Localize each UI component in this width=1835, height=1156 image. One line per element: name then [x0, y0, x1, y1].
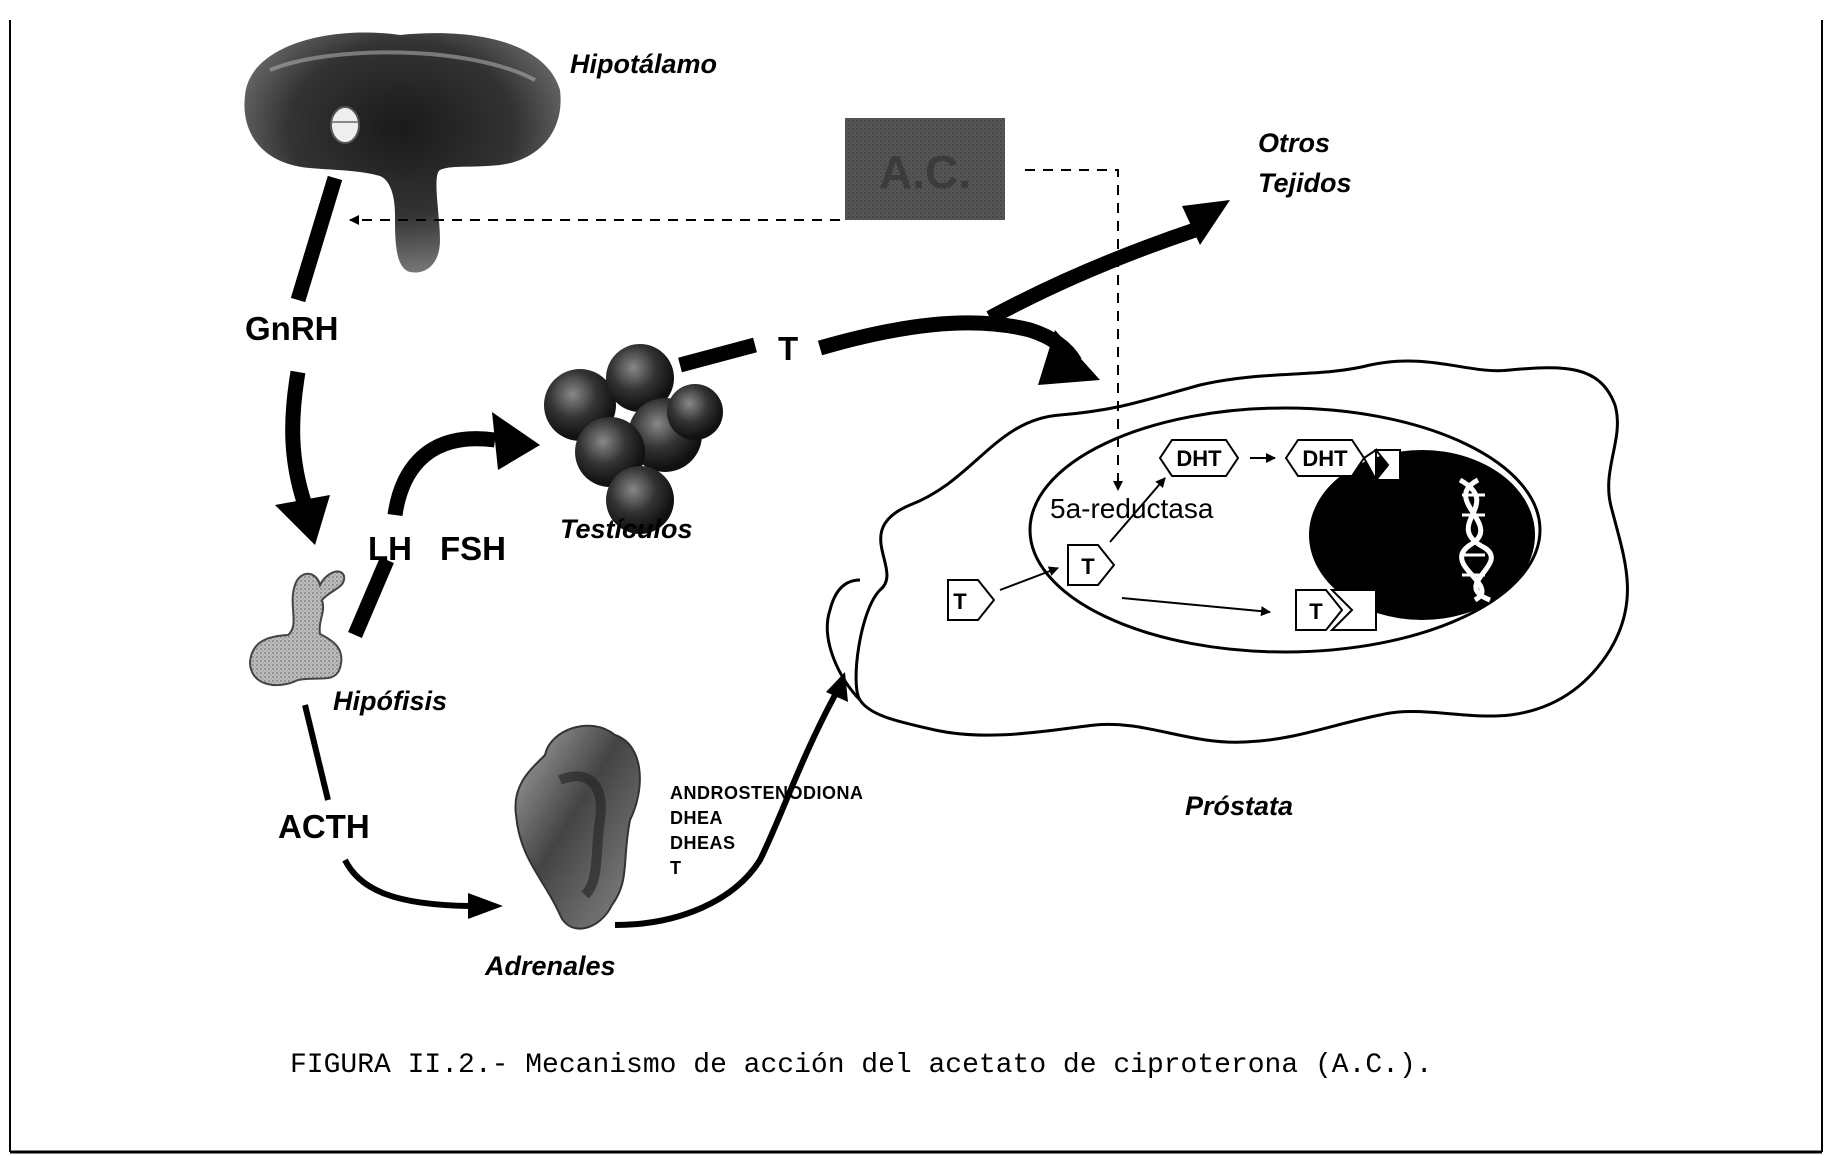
androgen-item: T [670, 858, 682, 878]
t-line-left [680, 345, 755, 365]
acth-label: ACTH [278, 808, 370, 845]
gnrh-line-lower [293, 372, 305, 505]
acth-line-lower [345, 860, 470, 906]
lh-fsh-line-lower [355, 560, 387, 635]
t-molecule-outside-label: T [953, 589, 967, 614]
acth-line-upper [305, 705, 328, 800]
lh-fsh-arrowhead [492, 412, 540, 470]
hypothalamus-label: Hipotálamo [570, 49, 717, 79]
t-molecule-inside-label: T [1081, 554, 1095, 579]
testes-illustration [544, 344, 723, 534]
pituitary-illustration [250, 571, 344, 685]
t-to-other-tissues-line [990, 230, 1195, 318]
androgen-item: ANDROSTENODIONA [670, 783, 864, 803]
dht-label-2: DHT [1302, 446, 1348, 471]
lh-fsh-line-upper [395, 439, 495, 515]
gnrh-label: GnRH [245, 310, 339, 347]
drug-label: A.C. [879, 146, 971, 198]
figure-caption: FIGURA II.2.- Mecanismo de acción del ac… [290, 1050, 1433, 1081]
gnrh-arrowhead [275, 495, 330, 545]
pituitary-label: Hipófisis [333, 686, 447, 716]
prostate-label: Próstata [1185, 791, 1293, 821]
fsh-label: FSH [440, 530, 506, 567]
other-tissues-label-1: Otros [1258, 128, 1330, 158]
lh-label: LH [368, 530, 412, 567]
other-tissues-label-2: Tejidos [1258, 168, 1352, 198]
t-to-prostate-line [820, 323, 1075, 362]
dht-label-1: DHT [1176, 446, 1222, 471]
gnrh-line-upper [298, 178, 335, 300]
t-entry-arrow [1000, 568, 1058, 590]
enzyme-label: 5a-reductasa [1050, 493, 1214, 524]
t-label: T [778, 330, 798, 367]
t-molecule-bound-label: T [1309, 599, 1323, 624]
hypothalamus-illustration [244, 33, 560, 273]
acth-arrowhead [468, 893, 503, 919]
adrenal-illustration [515, 726, 639, 929]
androgen-item: DHEA [670, 808, 723, 828]
t-to-receptor-arrow [1122, 598, 1270, 612]
adrenal-to-prostate-line [615, 695, 835, 925]
androgen-item: DHEAS [670, 833, 736, 853]
testes-label: Testículos [560, 514, 693, 544]
adrenals-label: Adrenales [484, 951, 616, 981]
